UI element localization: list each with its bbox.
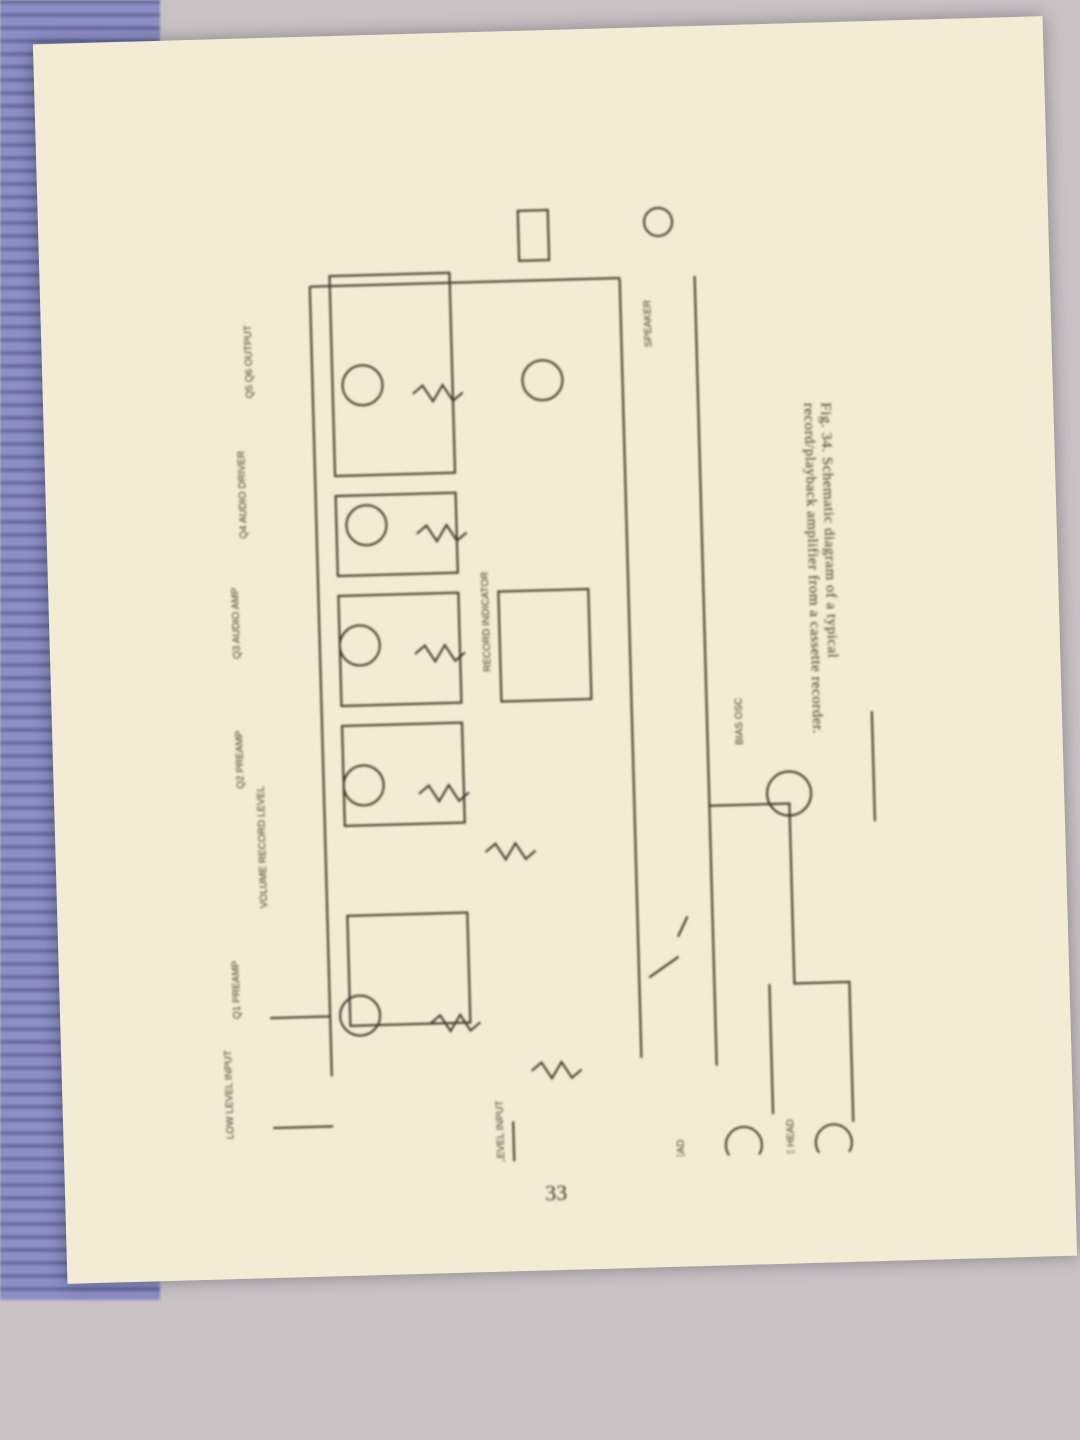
rp-head-label: R/P HEAD [676,1139,688,1169]
q3-transistor [338,624,381,667]
speaker-label: SPEAKER [642,300,654,348]
rp-head [724,1125,763,1164]
q4-transistor [345,504,388,547]
q6-transistor [521,359,564,402]
q1-label: Q1 PREAMP [231,960,244,1019]
q5-transistor [341,364,384,407]
q1-transistor [339,994,382,1037]
low-level-input-label: LOW LEVEL INPUT [223,1050,236,1139]
top-rail [308,286,333,1077]
erase-head-label: ERASE HEAD [785,1119,798,1170]
speaker-symbol [643,206,674,237]
q2-label: Q2 PREAMP [234,730,247,789]
preamp1-stage [346,911,472,1027]
high-level-input-label: HIGH LEVEL INPUT [495,1100,509,1169]
q3-label: Q3 AUDIO AMP [230,587,243,659]
relay-box [497,588,593,703]
driver-stage [334,491,459,578]
page-number: 33 [544,1179,568,1206]
record-meter-label: RECORD INDICATOR [480,572,494,672]
q4-label: Q4 AUDIO DRIVER [236,451,249,539]
q2-transistor [342,764,385,807]
book-page: LOW LEVEL INPUT HIGH LEVEL INPUT R/P HEA… [32,16,1078,1284]
output-stage [328,271,457,478]
bias-rail [693,275,718,1066]
preamp2-stage [341,721,466,827]
erase-head [814,1123,853,1162]
record-level-label: VOLUME RECORD LEVEL [256,785,270,908]
transformer [516,209,551,262]
bias-osc-label: BIAS OSC [733,697,745,745]
bottom-rail [618,278,643,1058]
q5q6-label: Q5 Q6 OUTPUT [243,325,256,399]
